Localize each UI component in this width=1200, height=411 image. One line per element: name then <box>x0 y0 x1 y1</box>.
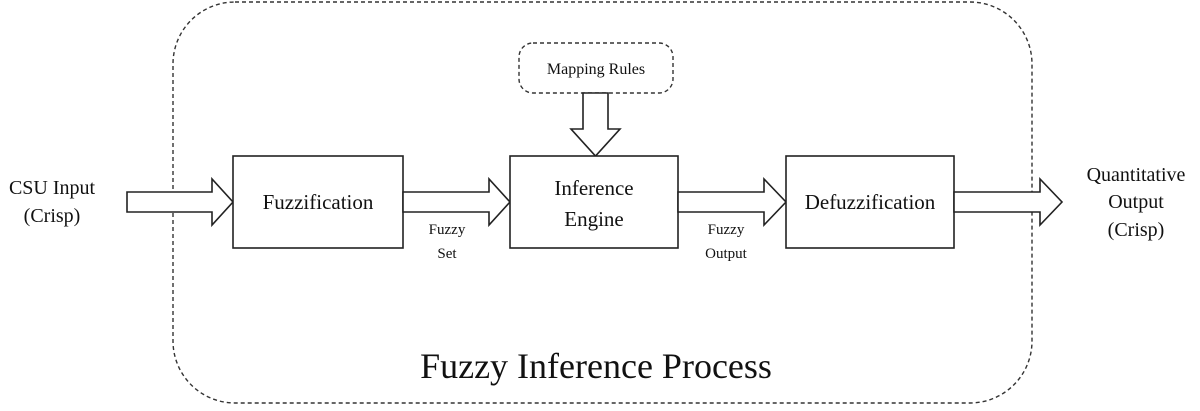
fuzzification-label: Fuzzification <box>263 190 374 214</box>
input-label-line2: (Crisp) <box>24 205 81 227</box>
fuzzy-set-label-line1: Fuzzy <box>429 222 466 238</box>
fuzzy-output-arrow <box>677 177 788 227</box>
inference-engine-block <box>509 155 679 249</box>
output-arrow <box>953 177 1064 227</box>
output-label-line3: (Crisp) <box>1108 219 1165 241</box>
mapping-rules-label: Mapping Rules <box>547 61 645 78</box>
mapping-rules-arrow <box>569 92 622 158</box>
fuzzy-output-label-line2: Output <box>705 246 748 262</box>
fuzzy-output-label-line1: Fuzzy <box>708 222 745 238</box>
fuzzification-block <box>232 155 404 249</box>
defuzzification-label: Defuzzification <box>805 190 936 214</box>
input-label-line1: CSU Input <box>9 177 96 199</box>
output-label-line2: Output <box>1108 191 1164 213</box>
fuzzy-set-arrow <box>402 176 512 228</box>
fuzzy-set-label-line2: Set <box>437 246 457 262</box>
inference-engine-label-line2: Engine <box>564 207 623 231</box>
process-title: Fuzzy Inference Process <box>420 346 772 386</box>
inference-engine-label-line1: Inference <box>554 176 633 200</box>
input-arrow <box>126 176 235 228</box>
output-label-line1: Quantitative <box>1087 164 1186 186</box>
